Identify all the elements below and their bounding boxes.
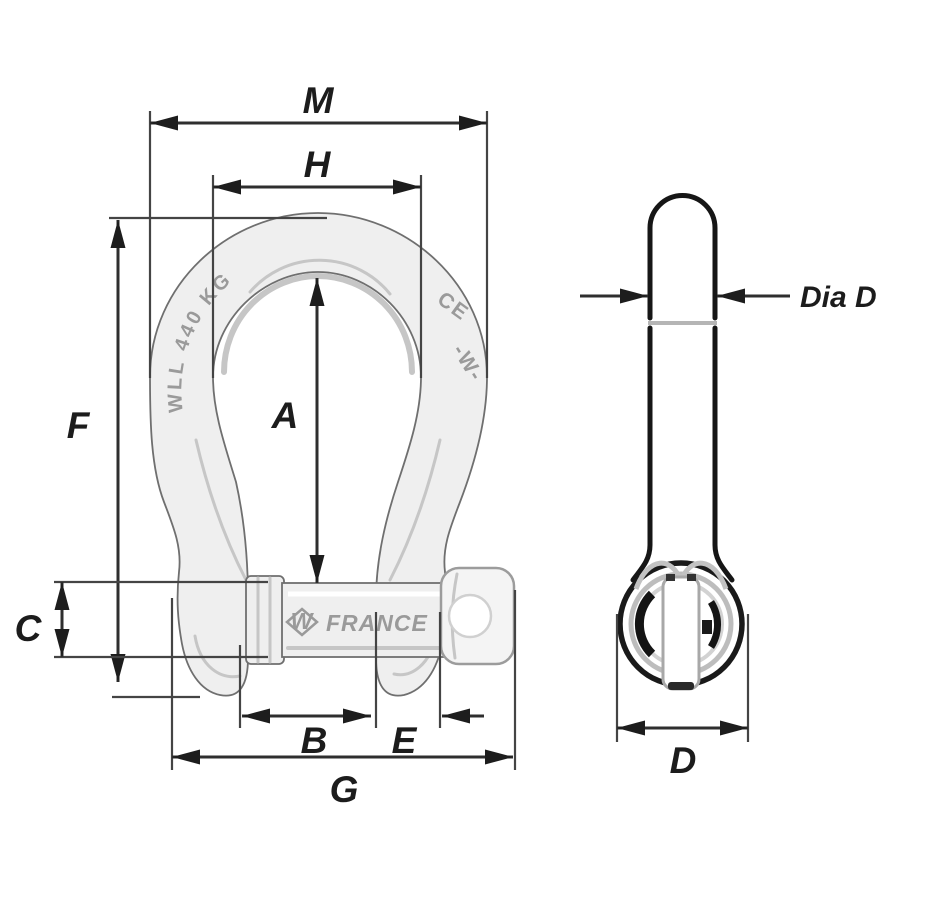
dimension-f: F bbox=[67, 216, 327, 699]
dimension-a: A bbox=[271, 278, 325, 583]
dimension-label-h: H bbox=[304, 144, 332, 185]
shackle-pin: W FRANCE bbox=[245, 566, 516, 666]
pin-eye-petal-left bbox=[633, 560, 684, 590]
dimension-dia-d: Dia D bbox=[580, 281, 877, 314]
dimension-d: D bbox=[615, 614, 750, 781]
left-ear-shade bbox=[193, 634, 242, 679]
dimension-h: H bbox=[211, 144, 423, 378]
pin-end-face bbox=[661, 575, 701, 691]
left-arm-crease bbox=[194, 438, 248, 582]
pin-side-profile bbox=[617, 193, 745, 691]
dimension-label-e: E bbox=[392, 720, 418, 761]
pin-stamp-diamond bbox=[285, 607, 319, 637]
pin-eye-petal-right bbox=[678, 560, 729, 590]
dimension-label-a: A bbox=[271, 395, 299, 436]
dimension-m: M bbox=[148, 80, 489, 378]
side-view: Dia D D bbox=[580, 193, 877, 781]
front-view: WLL 440 KG CE -W- W FRANCE M bbox=[15, 80, 517, 810]
dimension-label-f: F bbox=[67, 405, 91, 446]
dimension-label-m: M bbox=[303, 80, 335, 121]
pin-end-top-tick-left bbox=[666, 574, 675, 581]
dimension-label-dia-d: Dia D bbox=[800, 281, 877, 314]
pin-collar bbox=[245, 575, 285, 665]
pin-eye-left-crescent bbox=[634, 590, 656, 658]
pin-stamp-logo: W bbox=[291, 608, 315, 634]
pin-end-bottom-bar bbox=[668, 682, 694, 690]
pin-end-top-tick-right bbox=[687, 574, 696, 581]
dimension-label-b: B bbox=[301, 720, 328, 761]
dimension-label-c: C bbox=[15, 608, 43, 649]
dimension-c: C bbox=[15, 580, 268, 659]
dimension-label-g: G bbox=[330, 769, 359, 810]
pin-eye-right-notch bbox=[702, 620, 712, 634]
bow-top-crease bbox=[248, 258, 392, 296]
pin-eye-right-crescent bbox=[707, 600, 721, 649]
dimension-label-d: D bbox=[670, 740, 697, 781]
right-arm-crease bbox=[388, 438, 442, 582]
bow-shading-arc bbox=[221, 273, 415, 375]
dimension-g: G bbox=[170, 590, 517, 810]
shackle-bow-outline bbox=[149, 212, 488, 697]
pin-shaft-right-edge bbox=[712, 325, 735, 583]
pin-cap-outline bbox=[647, 193, 718, 321]
pin-shaft-left-edge bbox=[630, 325, 653, 583]
pin-head-hole bbox=[447, 593, 493, 639]
